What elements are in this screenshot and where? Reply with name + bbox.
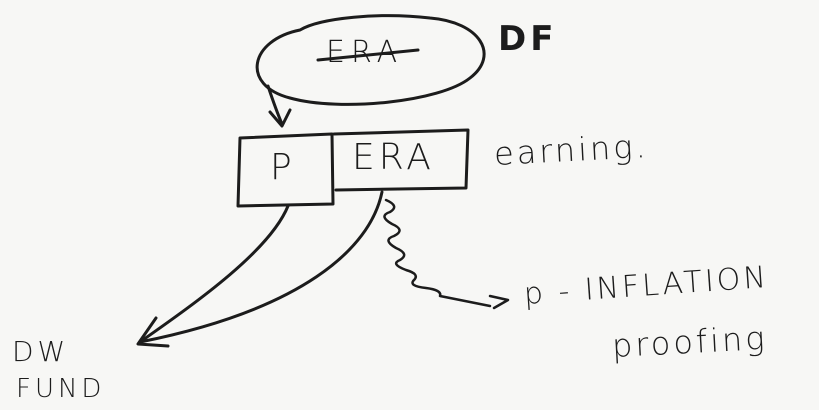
right-box-note: earning. — [493, 126, 650, 173]
box-right-label: ERA — [352, 137, 435, 178]
oval-to-p-arrow — [266, 84, 284, 126]
p-box — [236, 132, 335, 208]
p-to-fund-line — [138, 204, 290, 344]
oval-tag: DF — [498, 19, 558, 59]
oval-outline — [255, 14, 486, 106]
era-box — [332, 128, 470, 192]
inflation-arrowhead — [488, 294, 510, 310]
strike-line — [316, 48, 420, 62]
box-left-label: P — [270, 147, 296, 188]
oval-label: ERA — [326, 35, 404, 70]
inflation-coil — [383, 198, 492, 308]
era-to-fund-line — [138, 190, 384, 344]
target-line2: FUND — [16, 374, 106, 404]
branch-label-line2: proofing — [611, 318, 769, 365]
fund-arrowhead — [136, 316, 170, 348]
oval-to-p-arrowhead — [268, 108, 292, 128]
target-line1: DW — [12, 335, 70, 368]
